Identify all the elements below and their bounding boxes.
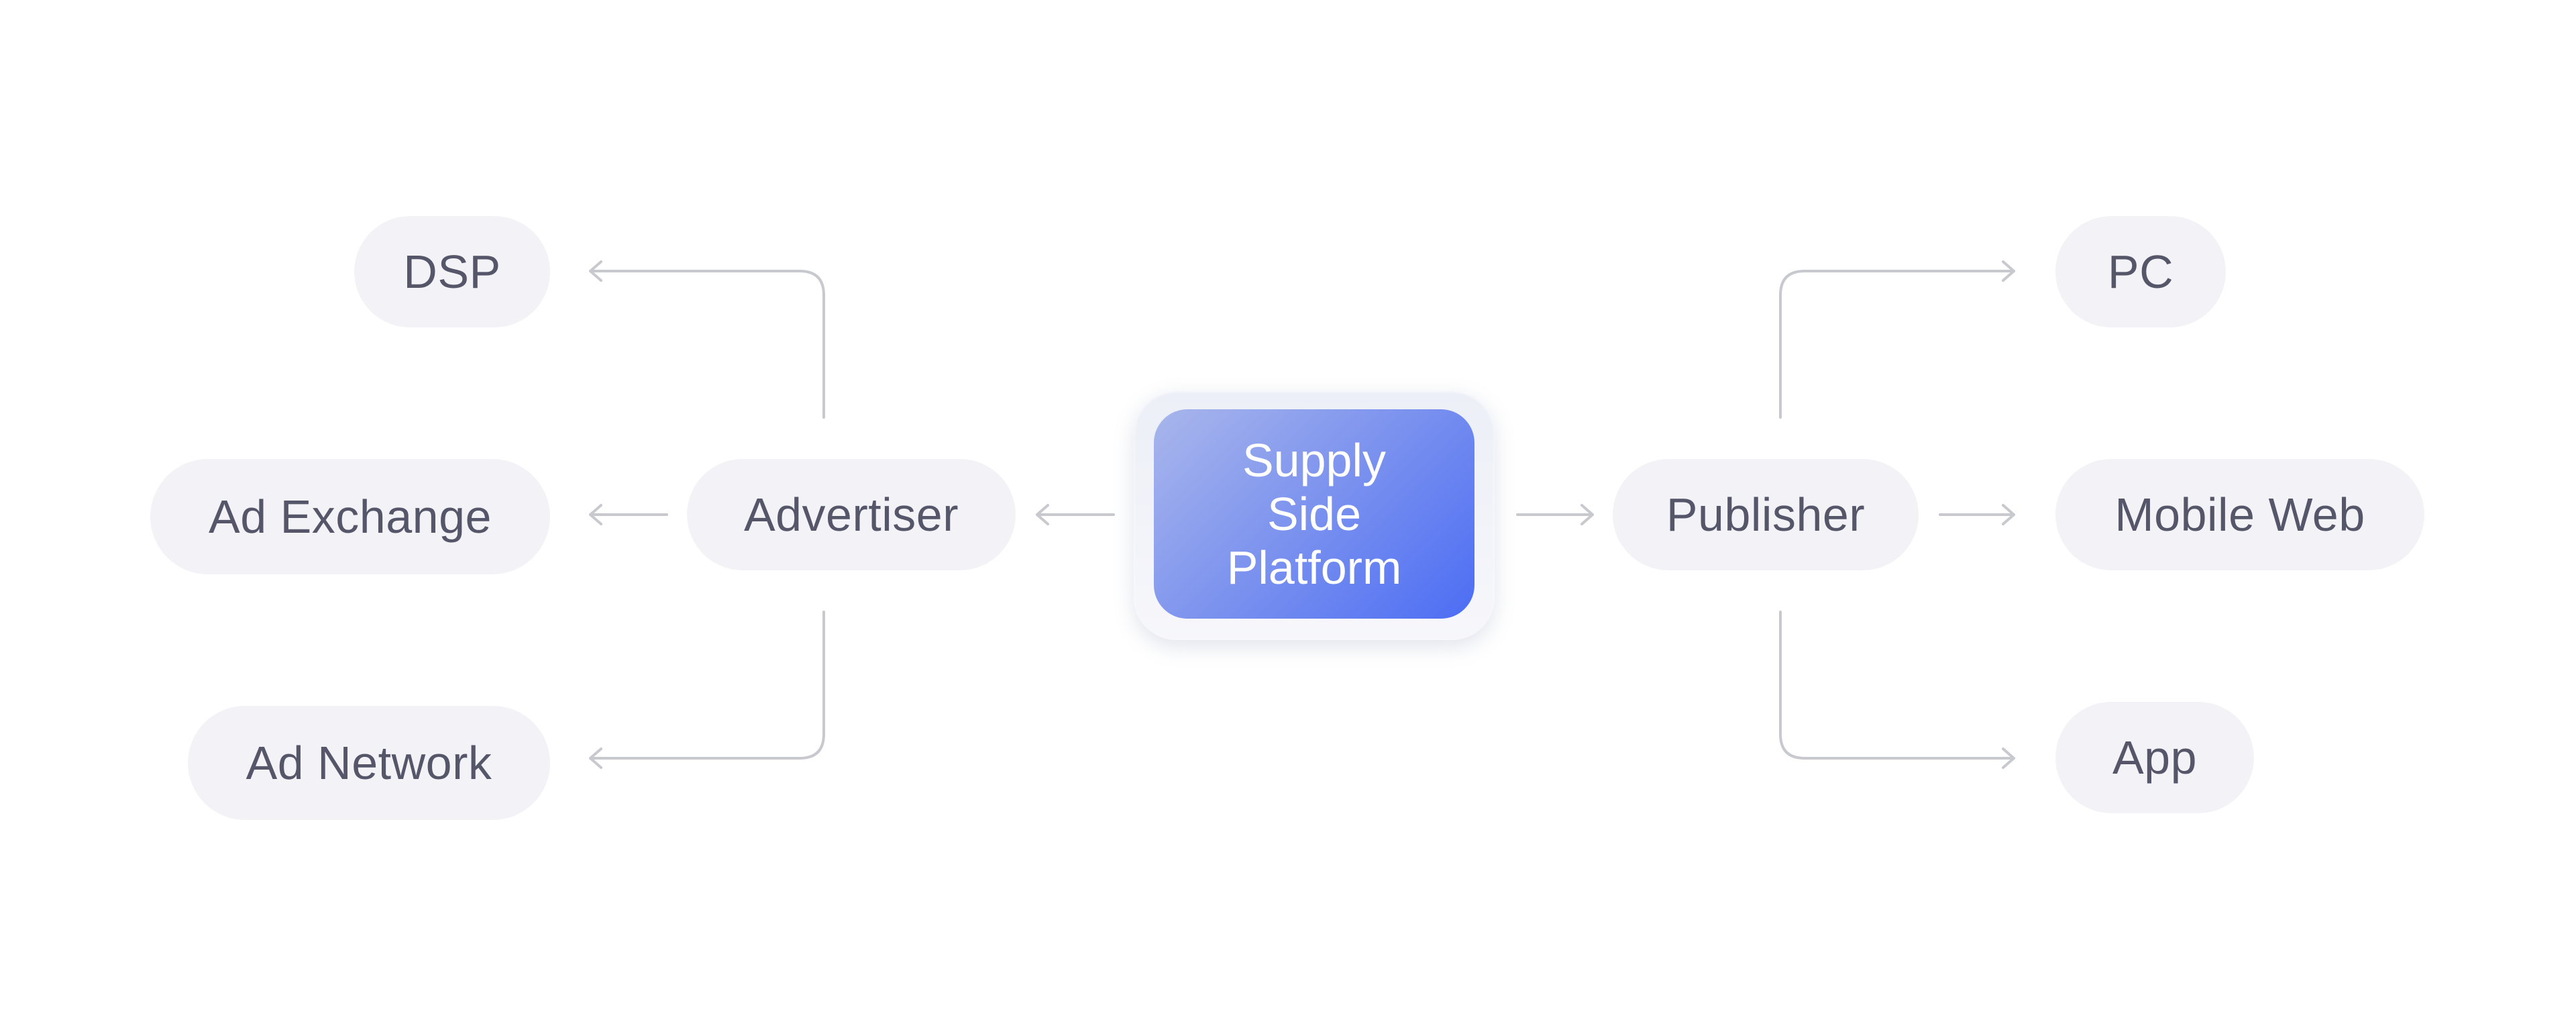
node-dsp-label: DSP [403,246,501,298]
node-app: App [2055,702,2254,813]
node-dsp: DSP [354,216,550,327]
center-label-line-2: Side [1267,488,1362,540]
arrowhead-app [2002,747,2015,769]
arrowhead-network [589,747,602,769]
connector-publisher-app [1779,611,2015,760]
center-label-line-3: Platform [1226,541,1402,594]
node-publisher-label: Publisher [1666,488,1866,541]
node-pc: PC [2055,216,2226,327]
node-app-label: App [2112,731,2198,784]
connector-advertiser-dsp [589,270,825,419]
node-publisher: Publisher [1613,459,1919,570]
node-ad-exchange-label: Ad Exchange [209,490,492,543]
node-pc-label: PC [2107,246,2174,298]
connector-publisher-pc [1779,270,2015,419]
node-advertiser-label: Advertiser [743,488,959,541]
node-ad-network-label: Ad Network [246,737,492,789]
center-label-line-1: Supply [1242,434,1387,486]
node-mobile-web: Mobile Web [2055,459,2424,570]
arrowhead-dsp [589,260,602,282]
node-ad-network: Ad Network [188,706,550,820]
arrowhead-publisher [1580,504,1594,525]
arrowhead-exchange [589,504,602,525]
node-ad-exchange: Ad Exchange [150,459,550,574]
node-advertiser: Advertiser [687,459,1016,570]
arrowhead-advertiser [1036,504,1049,525]
node-mobile-web-label: Mobile Web [2114,488,2365,541]
arrowhead-pc [2002,260,2015,282]
center-node-frame: Supply Side Platform [1134,391,1495,640]
center-node-ssp: Supply Side Platform [1154,409,1474,619]
connector-advertiser-network [589,611,825,760]
arrowhead-mobile [2002,504,2015,525]
